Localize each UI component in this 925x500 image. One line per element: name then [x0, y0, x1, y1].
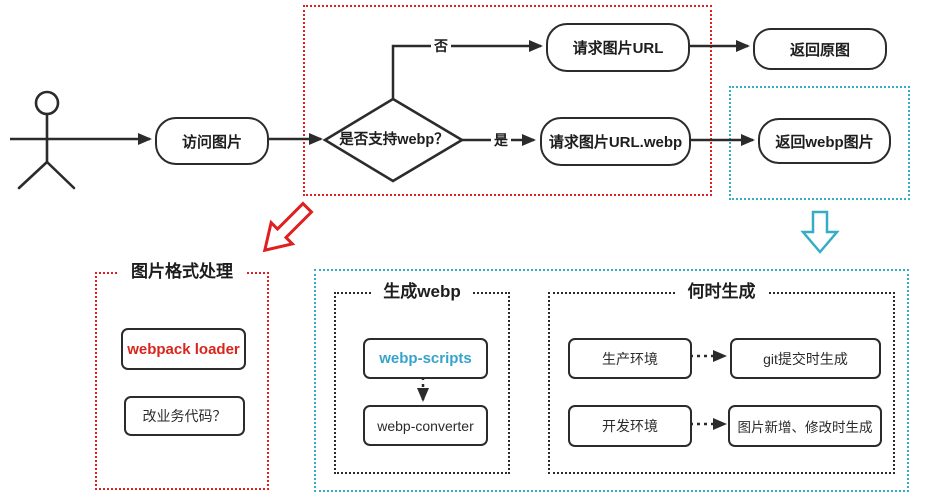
return-original-node: 返回原图	[753, 28, 887, 70]
dotted-connectors	[417, 350, 727, 430]
change-biz-code-box: 改业务代码？	[124, 396, 245, 436]
access-image-node: 访问图片	[155, 117, 269, 165]
webp-converter-box: webp-converter	[363, 405, 488, 446]
return-webp-node: 返回webp图片	[758, 118, 891, 164]
branch-yes-label: 是	[491, 131, 511, 149]
decision-label: 是否支持webp？	[339, 132, 449, 148]
branch-no-label: 否	[431, 37, 451, 55]
webp-scripts-box: webp-scripts	[363, 338, 488, 379]
decision-diamond	[322, 97, 465, 183]
request-webp-url-node: 请求图片URL.webp	[540, 117, 691, 166]
image-modify-generate-box: 图片新增、修改时生成	[728, 405, 882, 447]
when-generate-title: 何时生成	[675, 281, 768, 303]
webp-generation-group-box	[314, 269, 909, 492]
format-processing-title: 图片格式处理	[119, 261, 245, 283]
generate-webp-group-box: 生成webp	[334, 281, 510, 474]
webp-decision-group-box	[303, 5, 712, 196]
format-processing-group-box: 图片格式处理	[95, 261, 269, 490]
git-commit-generate-box: git提交时生成	[730, 338, 881, 379]
generate-webp-title: 生成webp	[371, 281, 473, 303]
webpack-loader-box: webpack loader	[121, 328, 246, 370]
cyan-callout-arrow-icon	[800, 210, 840, 254]
dev-env-box: 开发环境	[568, 405, 692, 447]
return-webp-group-box	[729, 86, 910, 200]
decision-no-connector	[391, 40, 543, 100]
request-url-node: 请求图片URL	[546, 23, 690, 72]
red-callout-arrow-icon	[262, 201, 314, 253]
when-generate-group-box: 何时生成	[548, 281, 895, 474]
prod-env-box: 生产环境	[568, 338, 692, 379]
